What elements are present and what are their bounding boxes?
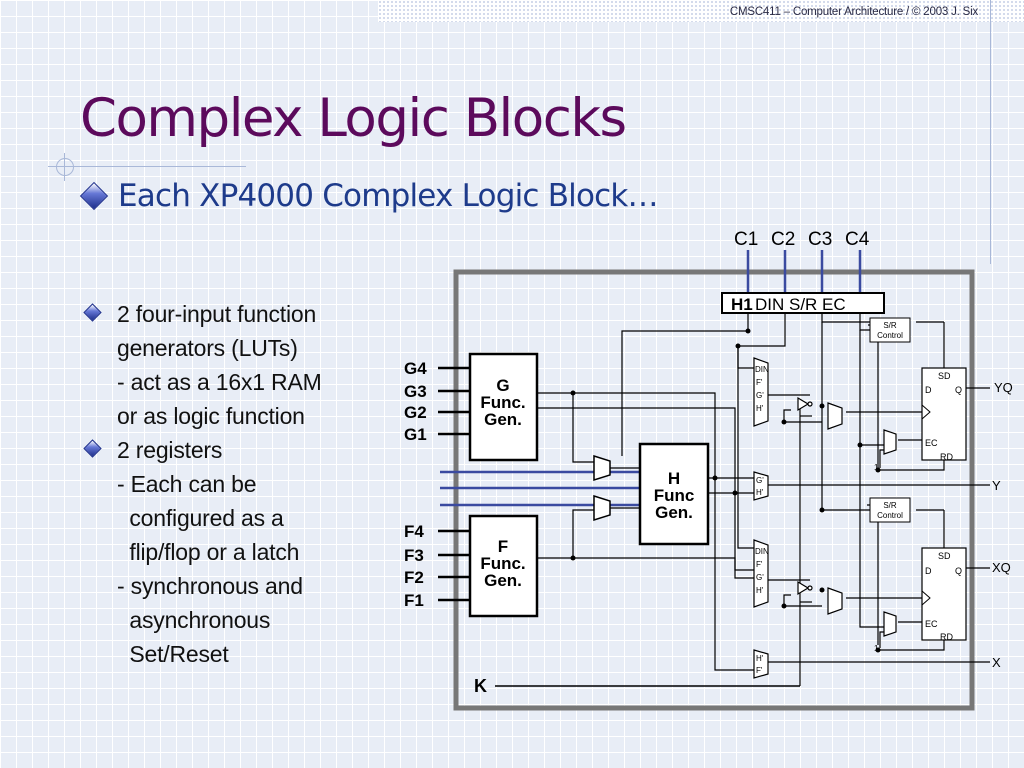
sr-control-label: Control xyxy=(877,331,903,340)
c1-label: C1 xyxy=(734,229,758,250)
header-bar: CMSC411 – Computer Architecture / © 2003… xyxy=(378,0,1024,22)
g3-label: G3 xyxy=(404,382,427,401)
ff-rd-pin: RD xyxy=(940,632,953,642)
flip-flop-upper: SD D Q EC RD xyxy=(921,367,967,462)
xmux-h-pin: H' xyxy=(756,654,764,663)
ff-sd-pin: SD xyxy=(938,371,951,381)
lmux-h-pin: H' xyxy=(756,586,764,595)
junction-dots xyxy=(570,328,881,653)
g-input-lines xyxy=(438,366,470,436)
f-gen-line3: Gen. xyxy=(484,571,522,590)
f4-label: F4 xyxy=(404,522,424,541)
ymux-g-pin: G' xyxy=(756,476,764,485)
ff-q-pin: Q xyxy=(955,566,962,576)
g4-label: G4 xyxy=(404,359,427,378)
upper-din-mux: DIN F' G' H' xyxy=(753,357,769,427)
f-gen-line1: F xyxy=(498,537,508,556)
h-func-gen: H Func Gen. xyxy=(638,442,710,546)
output-xq: XQ xyxy=(992,560,1011,575)
lower-din-mux: DIN F' G' H' xyxy=(753,539,769,608)
clock-k-label: K xyxy=(474,676,487,696)
clb-frame xyxy=(453,269,975,711)
header-text: CMSC411 – Computer Architecture / © 2003… xyxy=(729,6,978,18)
lmux-din-pin: DIN xyxy=(755,547,769,556)
sr-control-label: Control xyxy=(877,511,903,520)
control-bar: H1 DIN S/R EC xyxy=(721,292,885,314)
f-func-gen: F Func. Gen. xyxy=(468,514,539,618)
ff-rd-pin: RD xyxy=(940,452,953,462)
sr-label: S/R xyxy=(883,321,897,330)
slide-title: Complex Logic Blocks xyxy=(80,88,627,149)
output-yq: YQ xyxy=(994,380,1013,395)
sr-control-upper: S/R Control xyxy=(869,317,911,343)
x-output-mux: H' F' xyxy=(753,649,769,679)
output-x: X xyxy=(992,655,1001,670)
output-y: Y xyxy=(992,478,1001,493)
ff-d-pin: D xyxy=(925,566,932,576)
decor-horizontal-line xyxy=(48,166,246,167)
slide-subtitle: Each XP4000 Complex Logic Block… xyxy=(118,178,659,214)
ff-ec-pin: EC xyxy=(925,438,938,448)
h-input-lines xyxy=(440,470,640,507)
ff-q-pin: Q xyxy=(955,385,962,395)
control-bar-label: DIN S/R EC xyxy=(755,295,846,314)
mux-din-pin: DIN xyxy=(755,365,769,374)
ec-one-lower: 1 xyxy=(874,644,879,653)
f1-label: F1 xyxy=(404,591,424,610)
c-input-lines xyxy=(746,250,862,296)
mux-h-pin: H' xyxy=(756,404,764,413)
h1-label: H1 xyxy=(731,295,753,314)
g-func-gen: G Func. Gen. xyxy=(468,352,539,462)
lmux-g-pin: G' xyxy=(756,573,764,582)
g1-label: G1 xyxy=(404,425,427,444)
ff-ec-pin: EC xyxy=(925,619,938,629)
xmux-f-pin: F' xyxy=(756,666,763,675)
g-gen-line2: Func. xyxy=(480,393,525,412)
bullet-luts: 2 four-input function generators (LUTs) … xyxy=(117,301,322,429)
c4-label: C4 xyxy=(845,229,870,250)
flip-flop-lower: SD D Q EC RD xyxy=(921,547,967,642)
ymux-h-pin: H' xyxy=(756,488,764,497)
f-input-lines xyxy=(438,529,470,602)
c2-label: C2 xyxy=(771,229,795,250)
mux-f-pin: F' xyxy=(756,378,763,387)
decor-vertical-line xyxy=(990,0,991,264)
wiring xyxy=(537,313,990,686)
clock-inverter-dots xyxy=(819,403,825,593)
bullet-registers: 2 registers - Each can be configured as … xyxy=(117,437,303,667)
f3-label: F3 xyxy=(404,546,424,565)
lmux-f-pin: F' xyxy=(756,560,763,569)
h-gen-line2: Func xyxy=(654,486,695,505)
sr-label: S/R xyxy=(883,501,897,510)
mux-g-pin: G' xyxy=(756,391,764,400)
h-gen-line3: Gen. xyxy=(655,503,693,522)
f-gen-line2: Func. xyxy=(480,554,525,573)
clock-inverters xyxy=(797,396,897,637)
g-gen-line3: Gen. xyxy=(484,410,522,429)
sr-control-lower: S/R Control xyxy=(869,497,911,523)
ec-one-upper: 1 xyxy=(874,463,879,472)
y-output-mux: G' H' xyxy=(753,471,769,501)
f2-label: F2 xyxy=(404,568,424,587)
ff-sd-pin: SD xyxy=(938,551,951,561)
h-gen-line1: H xyxy=(668,469,680,488)
g-gen-line1: G xyxy=(496,376,509,395)
ff-d-pin: D xyxy=(925,385,932,395)
decor-circle xyxy=(56,153,74,181)
g2-label: G2 xyxy=(404,403,427,422)
c3-label: C3 xyxy=(808,229,832,250)
h-input-muxes xyxy=(593,454,611,522)
